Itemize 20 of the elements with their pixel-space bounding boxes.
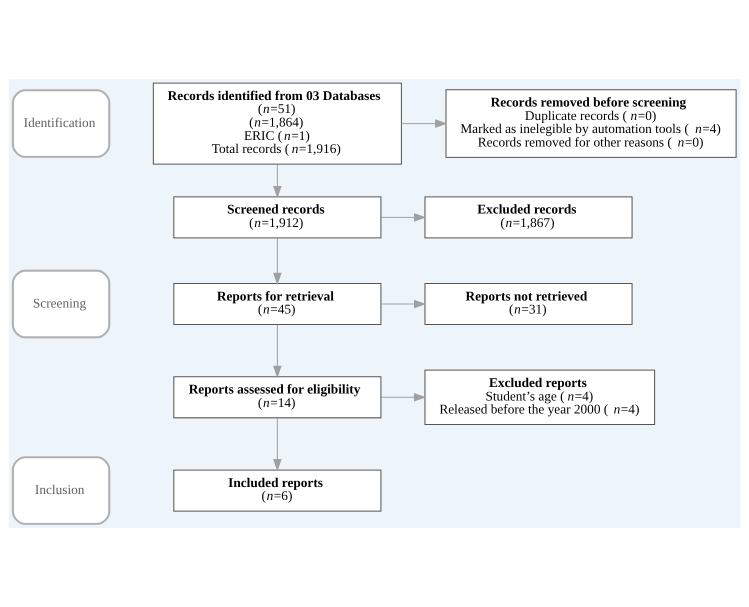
arrow	[273, 238, 282, 286]
arrow	[381, 300, 426, 308]
arrow	[381, 392, 426, 402]
node-box: Reports not retrieved (n=31)	[424, 283, 633, 326]
node-box: Included reports (n=6)	[173, 470, 382, 512]
arrow	[273, 164, 282, 198]
node-box: Records identified from 03 Databases (n=51) (n=1,864) ERIC (n=1) Total records (n=1,916)	[152, 82, 402, 165]
node-box: Screened records (n=1,912)	[173, 196, 382, 238]
node-box: Screening	[12, 270, 110, 338]
node-box: Records removed before screening Duplicate records (n=0) Marked as inelegible by automation tools (n=4) Records removed for other reasons (n=0)	[445, 89, 737, 158]
arrow	[273, 418, 282, 472]
node-box: Inclusion	[12, 456, 110, 525]
node-box: Identification	[12, 89, 110, 158]
node-box: Reports for retrieval (n=45)	[173, 283, 382, 326]
node-box: Reports assessed for eligibility (n=14)	[173, 376, 382, 418]
arrow	[273, 324, 282, 378]
arrow	[381, 213, 426, 222]
node-box: Excluded records (n=1,867)	[424, 196, 633, 238]
node-box: Excluded reports Student’s age (n=4) Released before the year 2000 (n=4)	[424, 370, 656, 425]
arrow	[401, 119, 448, 128]
